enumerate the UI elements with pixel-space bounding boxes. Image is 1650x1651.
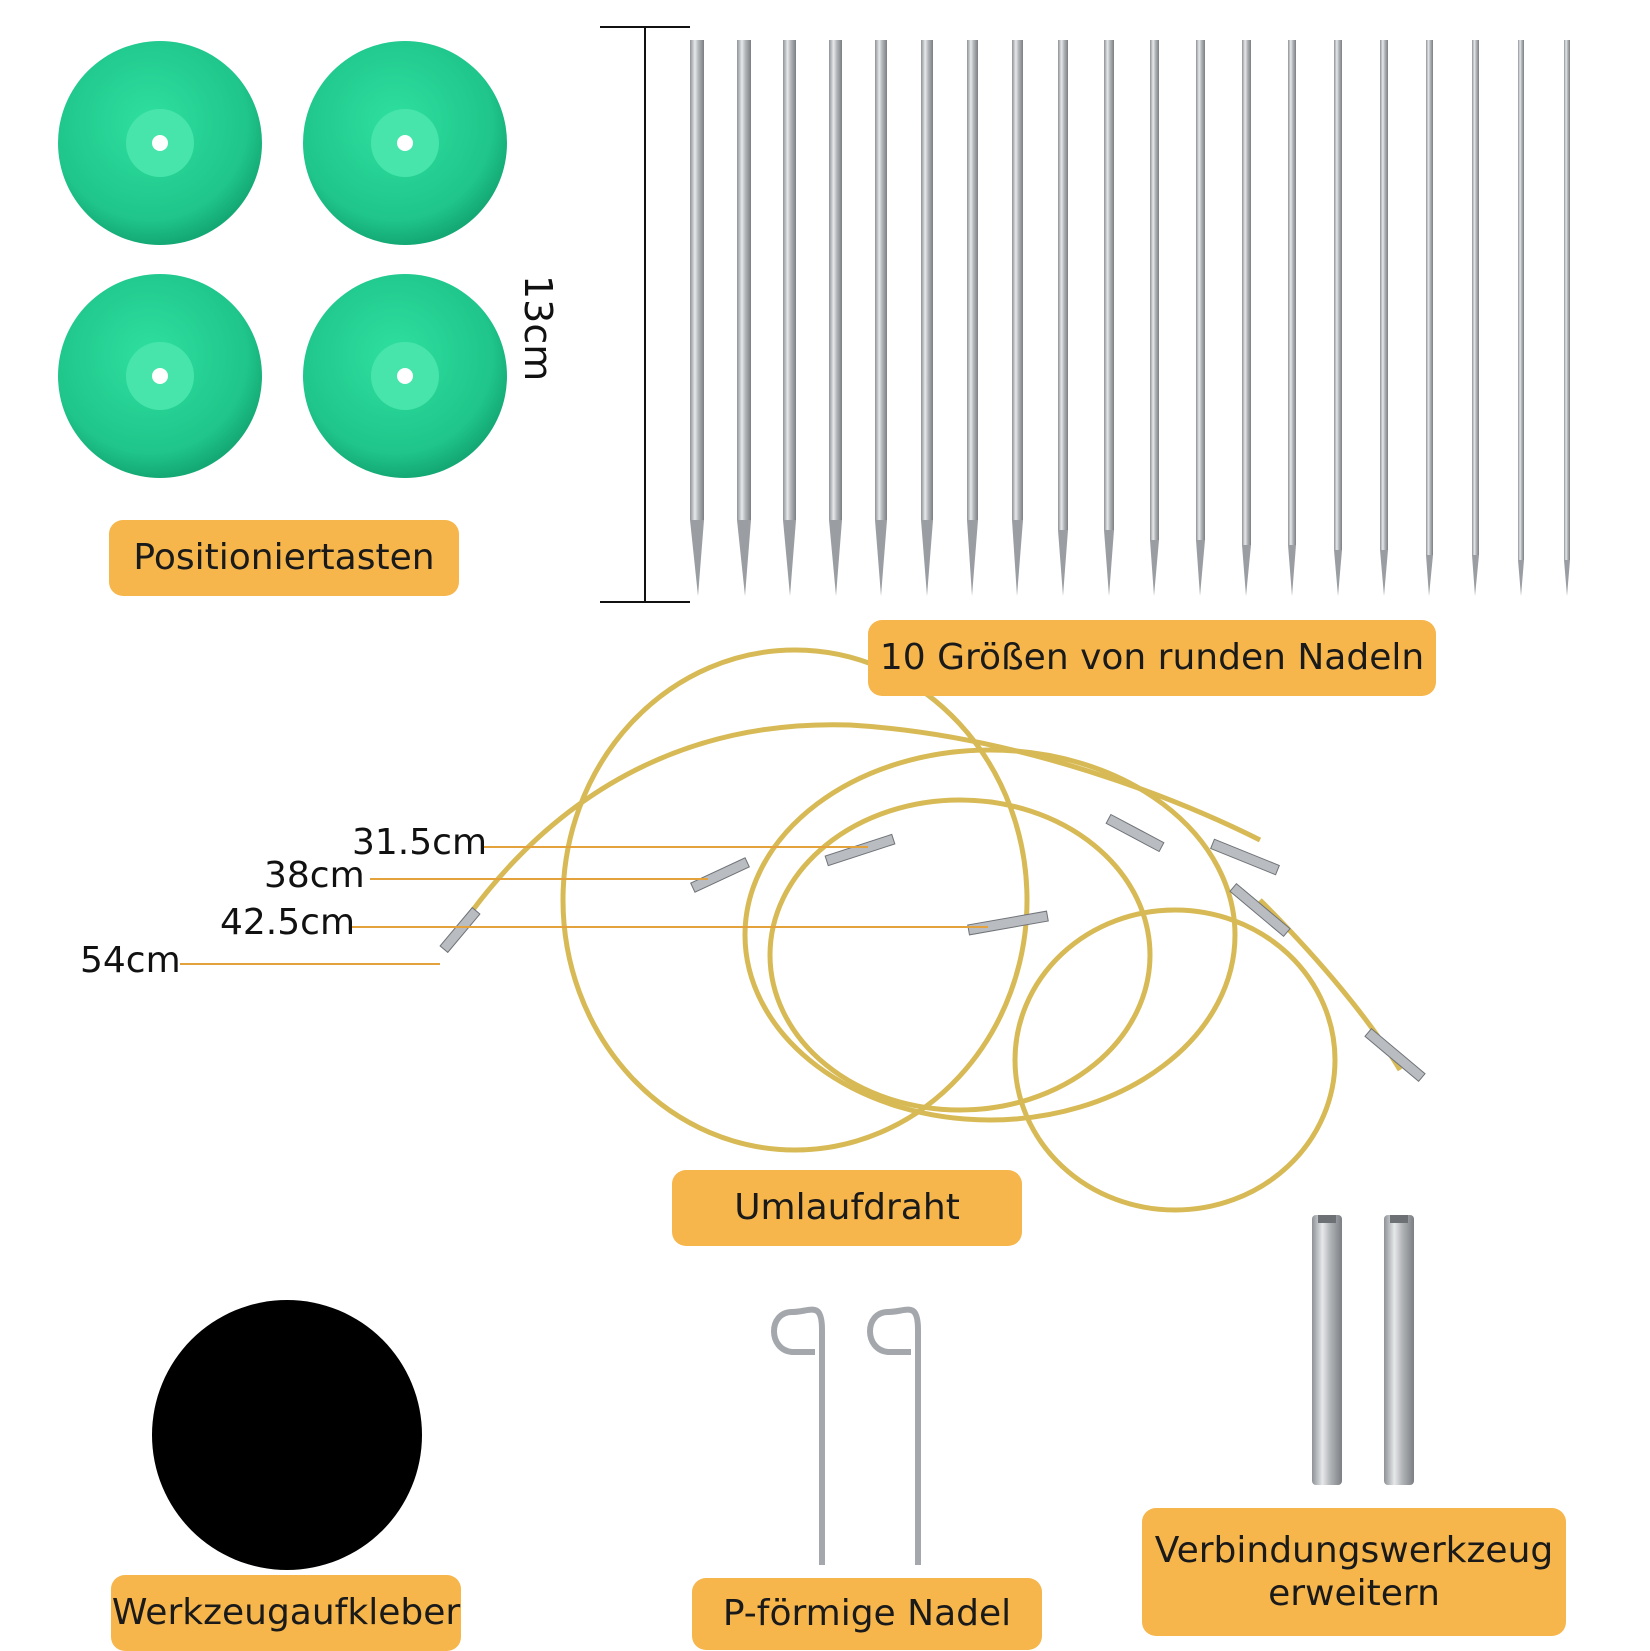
cables-group bbox=[452, 647, 1403, 1213]
label-cable: Umlaufdraht bbox=[672, 1170, 1022, 1246]
needle-14 bbox=[1288, 40, 1296, 596]
cable-length-3: 42.5cm bbox=[220, 902, 356, 943]
needle-18 bbox=[1472, 40, 1479, 596]
cable-loop-right bbox=[1012, 907, 1338, 1213]
cable-loop-large bbox=[560, 647, 1030, 1153]
needle-15 bbox=[1334, 40, 1342, 596]
needle-4 bbox=[829, 40, 842, 596]
label-p-needle: P-förmige Nadel bbox=[692, 1578, 1042, 1650]
needle-6 bbox=[921, 40, 933, 596]
length-bracket bbox=[600, 26, 690, 603]
needle-17 bbox=[1426, 40, 1433, 596]
stopper-4 bbox=[303, 274, 507, 478]
cable-loop-mid bbox=[742, 747, 1238, 1123]
needle-8 bbox=[1012, 40, 1023, 596]
stopper-group bbox=[58, 41, 507, 478]
needle-7 bbox=[967, 40, 978, 596]
needle-16 bbox=[1380, 40, 1388, 596]
needles-group bbox=[690, 40, 1570, 596]
label-sticker: Werkzeugaufkleber bbox=[111, 1575, 461, 1651]
cable-loop-small bbox=[767, 797, 1153, 1113]
cable-connectors bbox=[439, 813, 1426, 1083]
needle-10 bbox=[1104, 40, 1114, 596]
stopper-3 bbox=[58, 274, 262, 478]
label-positioning-keys: Positioniertasten bbox=[109, 520, 459, 596]
needle-length-label: 13cm bbox=[516, 275, 560, 382]
needle-13 bbox=[1242, 40, 1251, 596]
needle-19 bbox=[1518, 40, 1524, 596]
stopper-2 bbox=[303, 41, 507, 245]
cable-length-4: 54cm bbox=[80, 940, 181, 981]
cable-length-2: 38cm bbox=[264, 855, 365, 896]
sticker-disc bbox=[152, 1300, 422, 1570]
stopper-1 bbox=[58, 41, 262, 245]
needle-9 bbox=[1058, 40, 1068, 596]
needle-2 bbox=[737, 40, 751, 596]
cable-length-1: 31.5cm bbox=[352, 822, 488, 863]
p-needles bbox=[771, 1306, 921, 1565]
needle-20 bbox=[1564, 40, 1570, 596]
needle-12 bbox=[1196, 40, 1205, 596]
callout-lines bbox=[180, 846, 988, 965]
needle-11 bbox=[1150, 40, 1159, 596]
cable-54cm bbox=[452, 722, 1262, 937]
label-connector-tool: Verbindungswerkzeug erweitern bbox=[1142, 1508, 1566, 1636]
needle-5 bbox=[875, 40, 887, 596]
needle-1 bbox=[690, 40, 704, 596]
label-needles: 10 Größen von runden Nadeln bbox=[868, 620, 1436, 696]
needle-3 bbox=[783, 40, 796, 596]
connector-tools bbox=[1312, 1215, 1414, 1485]
